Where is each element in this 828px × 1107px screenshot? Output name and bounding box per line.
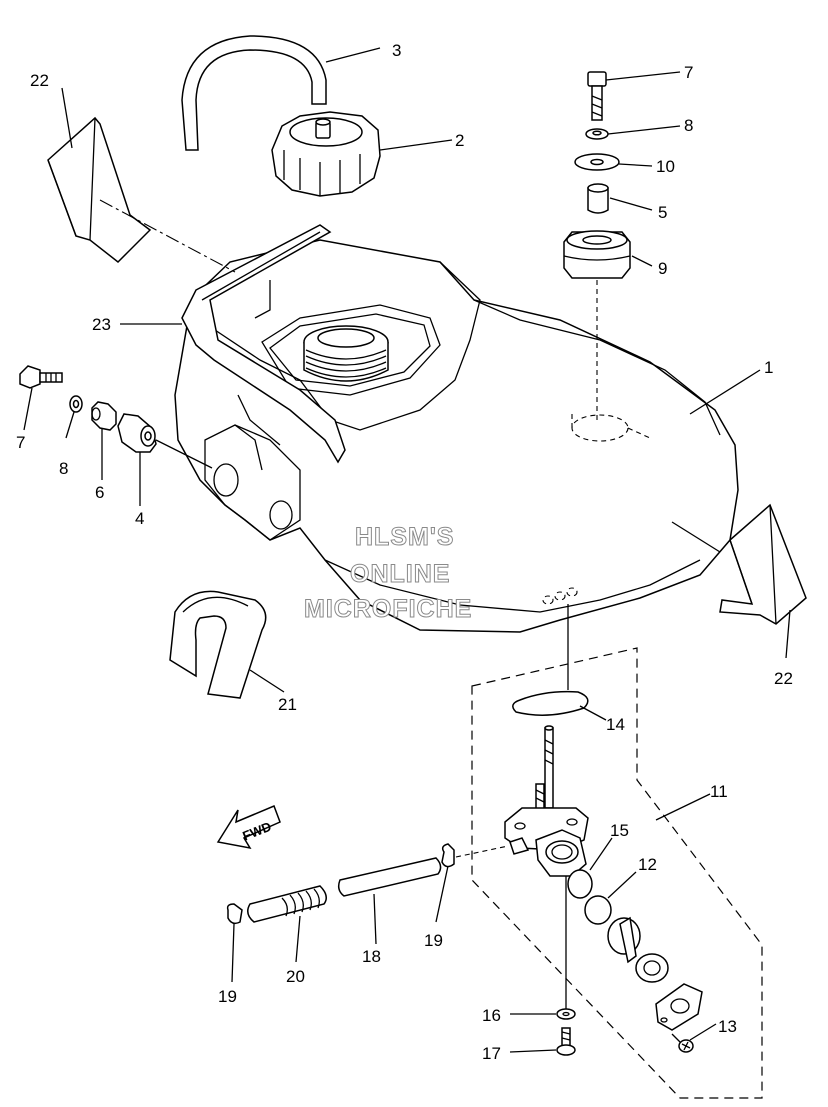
callout-numbers: 1 2 3 4 5 6 7 7 8 8 9 10 11 12 13 14 15 … [16,41,793,1063]
alignment-line [455,845,509,858]
fuel-cock-assembly-boundary [471,647,763,1099]
callout-8-left: 8 [59,459,68,478]
o-ring-part[interactable] [512,690,589,716]
fuel-tank-part[interactable] [174,239,739,633]
hose-clip-part[interactable] [441,843,455,868]
bolt-part[interactable] [19,365,63,389]
tank-pad-part[interactable] [719,503,807,625]
callout-19-left: 19 [218,987,237,1006]
watermark-line1: HLSM'S [355,523,454,551]
callout-20: 20 [286,967,305,986]
callout-2: 2 [455,131,464,150]
callout-7-left: 7 [16,433,25,452]
fuel-hose-part[interactable] [337,857,442,897]
damper-part[interactable] [117,413,157,453]
watermark: HLSM'S ONLINE MICROFICHE [304,523,472,624]
callout-12: 12 [638,855,657,874]
hose-protector-part[interactable] [247,885,327,923]
callout-17: 17 [482,1044,501,1063]
callout-10: 10 [656,157,675,176]
lock-washer-part[interactable] [585,128,609,140]
collar-part[interactable] [587,183,609,214]
forward-direction-arrow: FWD [216,805,281,850]
callout-19-right: 19 [424,931,443,950]
callout-23: 23 [92,315,111,334]
callout-13: 13 [718,1017,737,1036]
callout-6: 6 [95,483,104,502]
callout-8-right: 8 [684,116,693,135]
vent-hose-part[interactable] [181,35,327,151]
callout-18: 18 [362,947,381,966]
fuel-cock-body-part[interactable] [504,725,589,877]
callout-7-right: 7 [684,63,693,82]
callout-15: 15 [610,821,629,840]
gasket-part[interactable] [567,869,593,899]
callout-14: 14 [606,715,625,734]
damper-part[interactable] [563,230,631,279]
washer-part[interactable] [574,153,620,171]
screw-part[interactable] [556,1027,576,1056]
alignment-line [155,439,213,469]
tank-guard-part[interactable] [181,224,346,464]
alignment-line [671,521,721,553]
seal-part[interactable] [584,895,612,925]
callout-22-right: 22 [774,669,793,688]
callout-3: 3 [392,41,401,60]
alignment-line [99,199,236,273]
callout-5: 5 [658,203,667,222]
damper-clip-part[interactable] [169,590,267,699]
cover-plate-part[interactable] [655,983,703,1031]
collar-part[interactable] [91,401,117,431]
leader-lines [23,47,791,1053]
callout-1: 1 [764,358,773,377]
screw-part[interactable] [671,1033,694,1053]
callout-9: 9 [658,259,667,278]
fuel-cock-lever-part[interactable] [607,916,669,983]
callout-4: 4 [135,509,144,528]
washer-part[interactable] [556,1008,576,1020]
tank-pad-part[interactable] [47,116,152,264]
callout-11: 11 [710,782,728,801]
callout-21: 21 [278,695,297,714]
lock-washer-part[interactable] [69,395,83,413]
callout-16: 16 [482,1006,501,1025]
watermark-line3: MICROFICHE [304,595,472,623]
hose-clip-part[interactable] [226,903,243,925]
watermark-line2: ONLINE [350,560,450,588]
callout-22-left: 22 [30,71,49,90]
filler-cap-part[interactable] [271,111,381,197]
bolt-part[interactable] [587,71,607,121]
